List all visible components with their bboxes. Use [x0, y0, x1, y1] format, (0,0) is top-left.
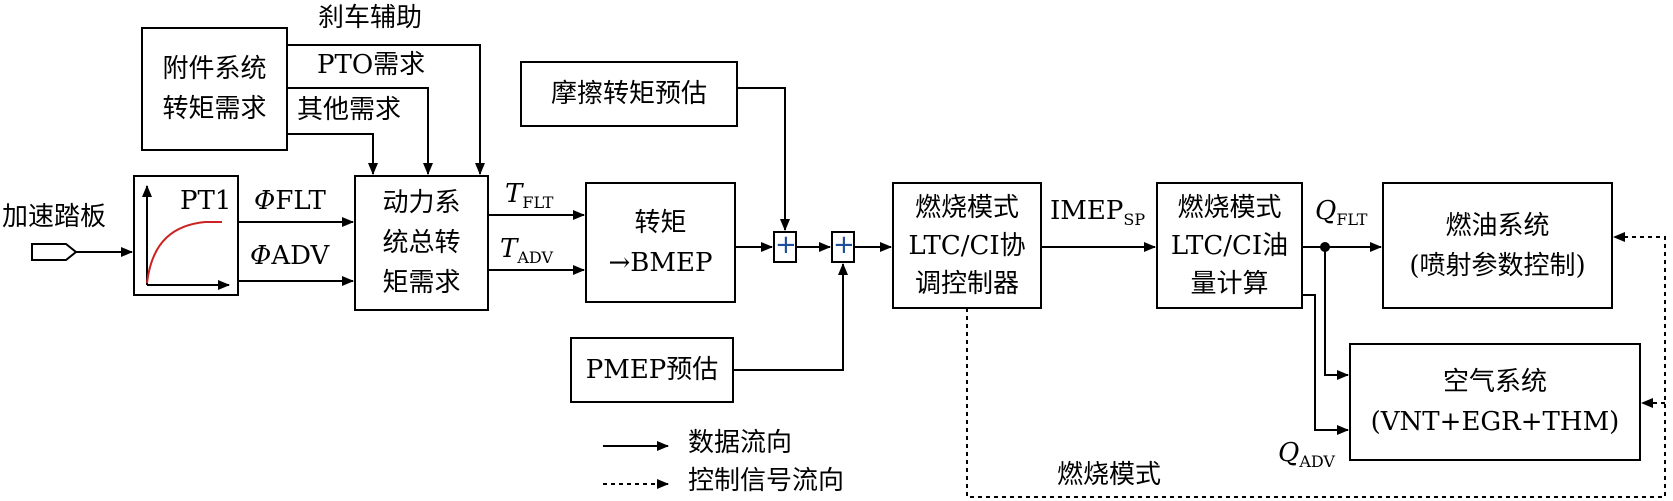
- torque-bmep-box: [585, 182, 736, 303]
- powertrain-label: 动力系统总转矩需求: [382, 188, 461, 298]
- phi-flt-label: ΦFLT: [254, 186, 326, 216]
- pedal-shape: [31, 243, 78, 261]
- air-system-label: 空气系统(VNT+EGR+THM): [1370, 367, 1620, 437]
- sum2-plus: +: [833, 230, 855, 260]
- q-flt-label: QFLT: [1315, 196, 1368, 229]
- pt1-box: [133, 175, 239, 296]
- pto-demand-label: PTO需求: [317, 50, 426, 80]
- fuel-calc-box: [1156, 182, 1303, 309]
- air-system-box: [1349, 343, 1641, 461]
- legend-data-flow: 数据流向: [688, 428, 793, 458]
- pt1-label: PT1: [180, 186, 232, 216]
- combustion-mode-label: 燃烧模式: [1057, 460, 1162, 490]
- q-adv-label: QADV: [1278, 438, 1335, 471]
- pmep-label: PMEP预估: [585, 355, 719, 385]
- phi-adv-label: ΦADV: [250, 241, 330, 271]
- accel-pedal-label: 加速踏板: [2, 202, 107, 232]
- torque-bmep-label: 转矩→BMEP: [608, 207, 713, 278]
- friction-label: 摩擦转矩预估: [550, 79, 707, 109]
- legend-control-flow: 控制信号流向: [688, 466, 845, 496]
- fuel-system-box: [1382, 182, 1613, 309]
- imep-label: IMEPSP: [1050, 196, 1146, 229]
- accessory-label: 附件系统转矩需求: [162, 54, 267, 124]
- friction-box: [520, 61, 738, 127]
- sum1-plus: +: [775, 230, 797, 260]
- t-adv-label: TADV: [500, 234, 553, 267]
- powertrain-box: [354, 175, 489, 311]
- junction-dot: [1320, 242, 1330, 252]
- fuel-system-label: 燃油系统(喷射参数控制): [1409, 210, 1586, 281]
- brake-assist-label: 刹车辅助: [318, 3, 423, 33]
- other-demand-label: 其他需求: [297, 95, 402, 125]
- pt1-curve: [146, 221, 222, 284]
- t-flt-label: TFLT: [505, 179, 554, 212]
